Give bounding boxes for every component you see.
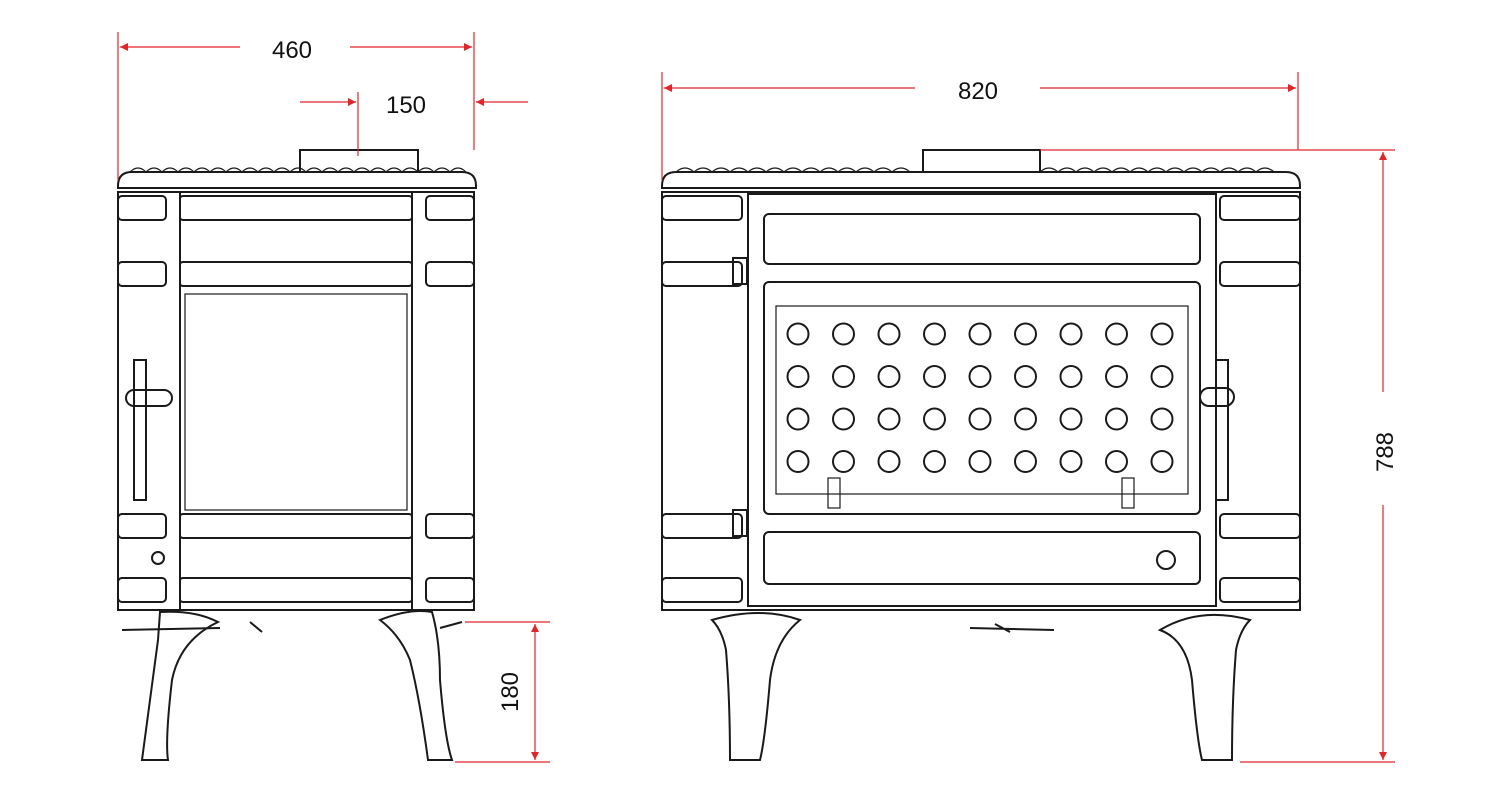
door-handle-knob [125,389,173,407]
air-hole [1059,407,1083,431]
air-hole [1150,322,1174,346]
door-handle-front [1199,387,1235,407]
air-hole [1014,450,1037,473]
air-hole [968,407,992,431]
flue-collar-front [922,149,1041,173]
air-hole [1059,322,1083,346]
air-control-icon [151,551,165,565]
air-hole [968,322,992,346]
air-hole [832,365,855,388]
air-hole [877,322,901,346]
front-body [661,191,1301,611]
air-hole [1059,365,1083,388]
air-hole [786,322,810,346]
leg-front-right [1157,613,1252,761]
dim-total-height: 788 [1372,432,1399,472]
air-holes [786,322,1174,473]
door-handle-bar [133,359,147,501]
air-hole [1105,450,1128,473]
hinge-top [732,257,748,285]
air-hole [923,322,946,346]
air-hole [1014,322,1037,346]
air-hole [1105,407,1128,431]
front-door [747,193,1217,607]
air-hole [786,450,810,473]
air-hole [877,407,901,431]
air-hole [832,322,855,346]
air-hole [923,407,946,431]
dim-flue-offset: 150 [386,92,426,119]
side-view [117,149,477,761]
air-hole [1150,407,1174,431]
top-plate [117,171,477,189]
leg-right [377,610,454,761]
air-hole [786,365,810,388]
dim-side-width: 460 [272,37,312,64]
leg-front-left [710,612,803,761]
air-hole [786,407,810,431]
leg-left [140,610,221,761]
air-hole [1150,365,1174,388]
dimensions: 460 150 820 788 180 [117,32,1399,763]
air-hole [832,407,855,431]
air-hole [968,365,992,388]
ash-drawer [763,531,1201,585]
front-view [661,149,1301,761]
air-hole [968,450,992,473]
air-hole [1014,407,1037,431]
air-hole [877,365,901,388]
air-hole [923,365,946,388]
hinge-bottom [732,509,748,537]
air-control-icon-front [1156,550,1176,570]
air-hole [832,450,855,473]
air-hole [1014,365,1037,388]
air-hole [1105,322,1128,346]
air-hole [1105,365,1128,388]
dim-leg-height: 180 [497,672,524,712]
dim-front-width: 820 [958,78,998,105]
air-hole [877,450,901,473]
air-hole [1150,450,1174,473]
air-hole [923,450,946,473]
air-hole [1059,450,1083,473]
